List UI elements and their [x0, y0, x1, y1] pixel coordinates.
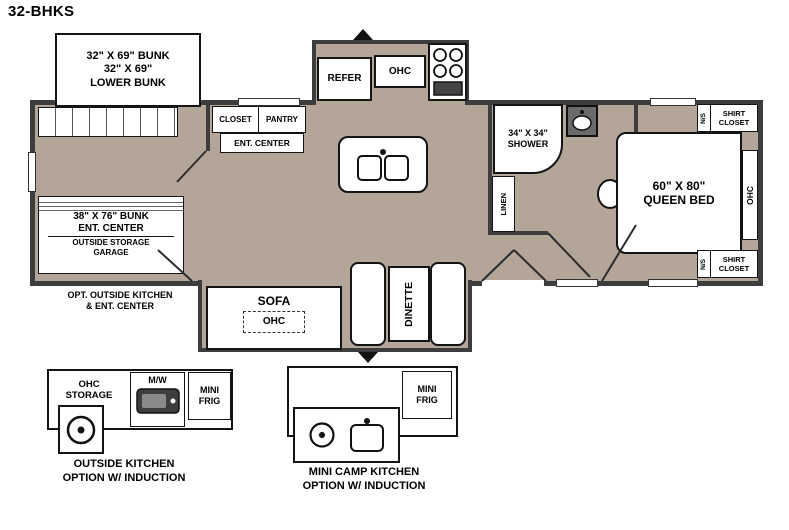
shirt-bottom-line1: SHIRT	[722, 255, 746, 264]
mini-frig-line2: FRIG	[198, 396, 221, 406]
front-room-wall	[206, 103, 210, 151]
linen-label: LINEN	[499, 192, 508, 216]
outside-kitchen-caption: OUTSIDE KITCHEN OPTION W/ INDUCTION	[38, 458, 210, 486]
shirt-top-line2: CLOSET	[718, 118, 750, 127]
microwave-label: M/W	[148, 375, 167, 385]
kitchen-ohc: OHC	[374, 55, 426, 88]
shirt-bottom-line2: CLOSET	[718, 264, 750, 273]
refer-label: REFER	[327, 73, 362, 84]
shirt-closet-bottom: SHIRT CLOSET	[710, 250, 758, 278]
range-stove	[428, 43, 467, 101]
linen-closet: LINEN	[492, 176, 515, 232]
bed-ohc: OHC	[742, 150, 758, 240]
window	[648, 279, 698, 287]
bed-size-label: 60" X 80"	[652, 178, 706, 193]
bunk-slideout: 32" X 69" BUNK 32" X 69" LOWER BUNK	[55, 33, 201, 107]
window	[238, 98, 300, 106]
step-marker-icon	[358, 352, 378, 363]
camp-mini-frig-line2: FRIG	[416, 395, 438, 405]
microwave-icon	[135, 388, 180, 414]
mini-frig-line1: MINI	[200, 385, 219, 396]
induction-cooktop-box	[58, 405, 104, 454]
plan-title: 32-BHKS	[8, 3, 75, 20]
opt-note-line1: OPT. OUTSIDE KITCHEN	[67, 290, 173, 300]
pantry: PANTRY	[258, 106, 306, 133]
mini-frig-box: MINI FRIG	[188, 372, 231, 420]
dinette-bench-right	[430, 262, 466, 346]
bed-label: QUEEN BED	[643, 193, 715, 207]
induction-burner-icon	[66, 415, 96, 444]
queen-bed: 60" X 80" QUEEN BED	[616, 132, 742, 254]
bunk-line2: 32" X 69"	[103, 63, 153, 76]
outside-storage-label: OUTSIDE STORAGE	[72, 238, 150, 247]
ohc-storage-line1: OHC	[78, 379, 100, 390]
outside-kitchen-caption-line2: OPTION W/ INDUCTION	[62, 471, 186, 484]
night-stand-top: N/S	[697, 104, 711, 132]
opt-note-line2: & ENT. CENTER	[85, 301, 154, 312]
bunk-line1: 32" X 69" BUNK	[86, 50, 170, 63]
mini-camp-caption-line1: MINI CAMP KITCHEN	[308, 466, 420, 478]
mini-camp-kitchen-caption: MINI CAMP KITCHEN OPTION W/ INDUCTION	[283, 466, 445, 494]
double-sink-icon	[357, 148, 409, 181]
sink-icon	[349, 418, 384, 452]
camp-mini-frig-line1: MINI	[417, 384, 437, 395]
opt-outside-kitchen-note: OPT. OUTSIDE KITCHEN & ENT. CENTER	[40, 290, 200, 313]
camp-mini-frig-box: MINI FRIG	[402, 371, 452, 419]
pantry-label: PANTRY	[266, 114, 298, 124]
refrigerator: REFER	[317, 57, 372, 101]
dinette-label: DINETTE	[402, 281, 415, 327]
window	[556, 279, 598, 287]
ohc-storage-line2: STORAGE	[65, 389, 113, 401]
entry-door-opening	[482, 280, 544, 287]
sofa: SOFA OHC	[206, 286, 342, 350]
window	[650, 98, 696, 106]
dinette-table: DINETTE	[388, 266, 430, 342]
camp-counter-box	[293, 407, 400, 463]
lower-bunk-area	[38, 107, 178, 137]
bunk-line3: LOWER BUNK	[90, 76, 166, 89]
vanity-sink-icon	[566, 105, 598, 137]
divider	[47, 236, 175, 237]
shirt-closet-top: SHIRT CLOSET	[710, 104, 758, 132]
stove-burners-icon	[432, 48, 463, 96]
closet-label: CLOSET	[219, 114, 252, 124]
ent-center-label: ENT. CENTER	[234, 137, 290, 148]
sofa-ohc: OHC	[243, 311, 305, 334]
dinette-bench-left	[350, 262, 386, 346]
kitchen-island	[338, 136, 428, 193]
garage-bunk-block: 38" X 76" BUNK ENT. CENTER OUTSIDE STORA…	[38, 196, 184, 274]
sofa-label: SOFA	[257, 294, 291, 308]
window	[28, 152, 36, 192]
shower: 34" X 34" SHOWER	[493, 104, 563, 174]
night-stand-bottom: N/S	[697, 250, 711, 278]
kitchen-ohc-label: OHC	[388, 65, 412, 77]
ohc-storage: OHC STORAGE	[52, 379, 126, 402]
ent-center: ENT. CENTER	[220, 133, 304, 153]
shower-size-label: 34" X 34"	[508, 128, 548, 139]
ns-bottom-label: N/S	[700, 258, 708, 270]
garage-ent-center-label: ENT. CENTER	[78, 223, 144, 234]
bathroom-vanity	[566, 105, 598, 137]
mini-camp-caption-line2: OPTION W/ INDUCTION	[302, 479, 426, 492]
step-marker-icon	[353, 29, 373, 40]
bunk-hatch	[39, 199, 183, 211]
shirt-top-line1: SHIRT	[722, 109, 746, 118]
outside-kitchen-caption-line1: OUTSIDE KITCHEN	[73, 458, 175, 470]
induction-burner-icon	[308, 422, 335, 448]
garage-label: GARAGE	[93, 247, 129, 257]
ns-top-label: N/S	[700, 112, 708, 124]
sofa-ohc-label: OHC	[262, 316, 286, 328]
bathroom-wall-left	[488, 103, 492, 235]
microwave-box: M/W	[130, 372, 185, 427]
shower-label: SHOWER	[507, 139, 549, 149]
bed-ohc-label: OHC	[744, 185, 755, 205]
closet: CLOSET	[212, 106, 259, 133]
bathroom-wall-bottom	[488, 231, 548, 235]
garage-bunk-label: 38" X 76" BUNK	[73, 211, 149, 222]
